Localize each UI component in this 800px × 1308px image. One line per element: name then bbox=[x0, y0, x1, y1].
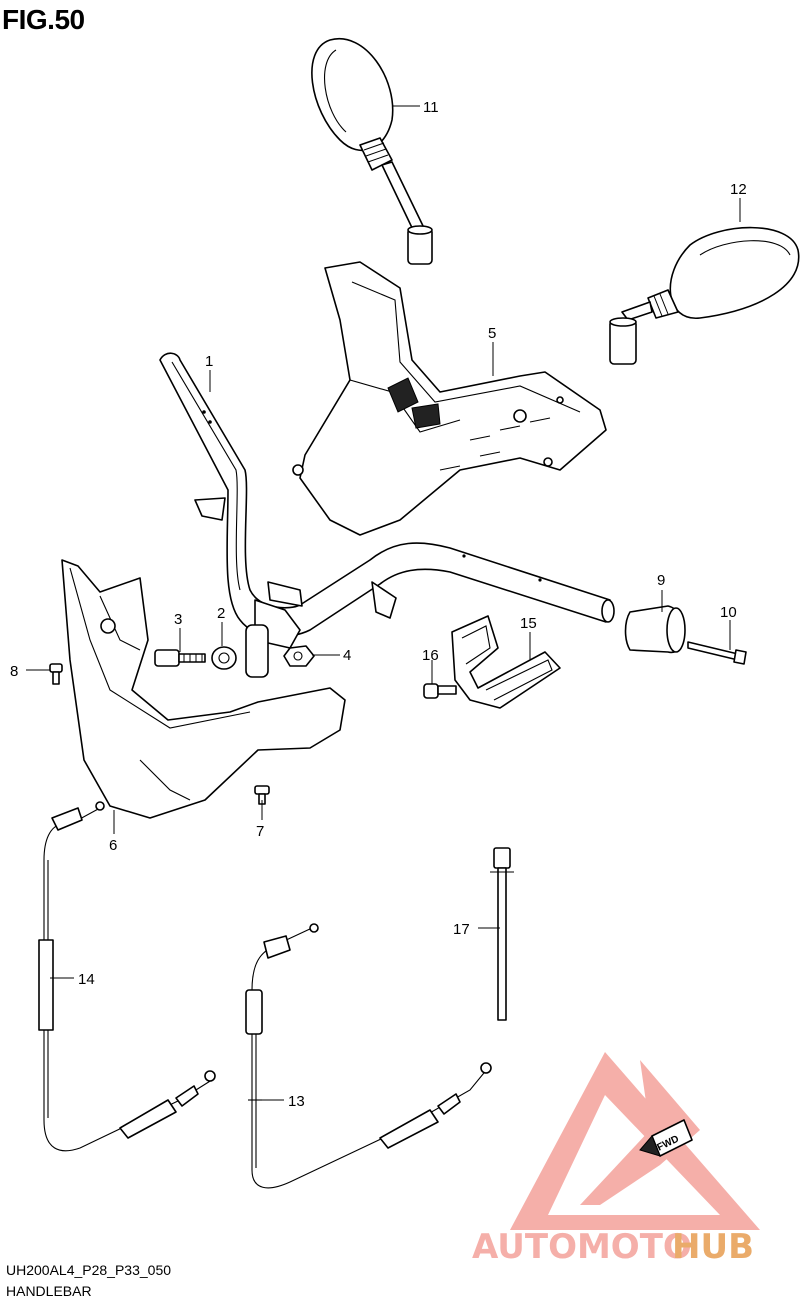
part-5-front-handle-cover bbox=[292, 261, 607, 536]
part-2-collar bbox=[211, 646, 237, 670]
callout-1: 1 bbox=[205, 353, 213, 370]
callout-8: 8 bbox=[10, 663, 18, 680]
part-14-cable bbox=[38, 801, 216, 1152]
callout-2: 2 bbox=[217, 605, 225, 622]
callout-6: 6 bbox=[109, 837, 117, 854]
part-6-rear-handle-cover bbox=[61, 559, 346, 819]
callout-15: 15 bbox=[520, 615, 537, 632]
part-8-screw bbox=[49, 663, 63, 685]
part-17-cable-tie bbox=[490, 847, 514, 1021]
callout-12: 12 bbox=[730, 181, 747, 198]
part-9-grip-weight bbox=[624, 605, 686, 654]
part-16-small-bolt bbox=[423, 683, 457, 699]
callout-numbers: 1 2 3 4 5 6 7 8 9 10 11 12 13 14 15 16 1… bbox=[10, 99, 747, 1110]
part-13-cable bbox=[245, 923, 492, 1189]
leader-lines bbox=[26, 105, 741, 1101]
part-15-bracket bbox=[451, 615, 561, 709]
fwd-arrow-icon: FWD bbox=[639, 1119, 693, 1157]
diagram-code: UH200AL4_P28_P33_050 bbox=[6, 1262, 172, 1278]
part-4-nut bbox=[283, 645, 315, 667]
watermark-logo: AUTOMOTO HUB bbox=[472, 1052, 760, 1267]
callout-17: 17 bbox=[453, 921, 470, 938]
callout-10: 10 bbox=[720, 604, 737, 621]
watermark-triangle-outer bbox=[510, 1052, 760, 1230]
part-10-long-screw bbox=[687, 641, 747, 665]
callout-13: 13 bbox=[288, 1093, 305, 1110]
part-12-right-mirror bbox=[609, 226, 800, 365]
watermark-text-automoto: AUTOMOTO bbox=[472, 1227, 692, 1267]
figure-title: FIG.50 bbox=[2, 4, 85, 35]
watermark-text-hub: HUB bbox=[672, 1227, 754, 1267]
callout-7: 7 bbox=[256, 823, 264, 840]
part-1-handlebar bbox=[159, 352, 615, 678]
callout-14: 14 bbox=[78, 971, 95, 988]
callout-3: 3 bbox=[174, 611, 182, 628]
part-11-left-mirror bbox=[311, 37, 433, 265]
callout-11: 11 bbox=[423, 99, 439, 116]
callout-4: 4 bbox=[343, 647, 351, 664]
callout-16: 16 bbox=[422, 647, 439, 664]
callout-9: 9 bbox=[657, 572, 665, 589]
part-3-bolt bbox=[154, 649, 206, 667]
diagram-name: HANDLEBAR bbox=[6, 1283, 92, 1299]
callout-5: 5 bbox=[488, 325, 496, 342]
watermark-triangle-inner bbox=[580, 1060, 700, 1205]
